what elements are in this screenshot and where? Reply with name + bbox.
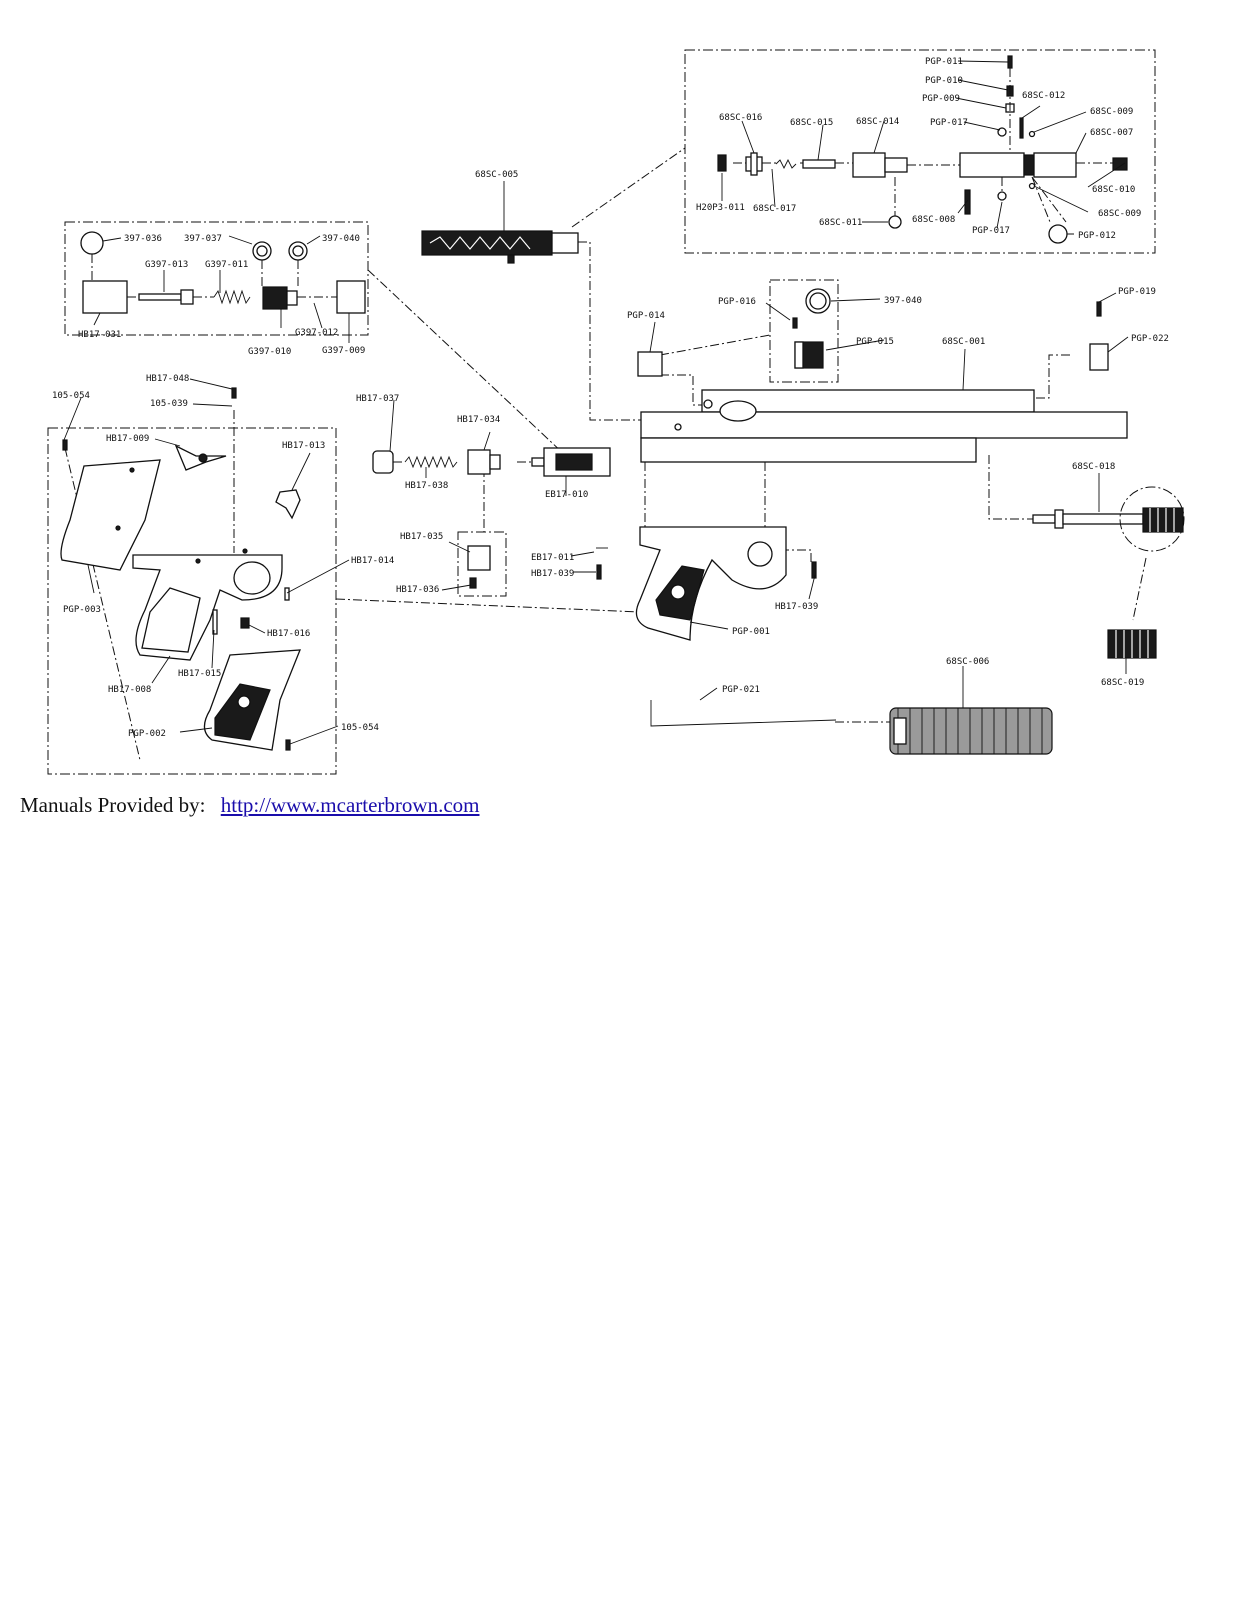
- part-pgp-021: [650, 700, 837, 727]
- label-68sc-010: 68SC-010: [1092, 185, 1135, 195]
- label-hb17-009: HB17-009: [106, 434, 149, 444]
- valve-assembly-box: [684, 49, 1156, 254]
- connector-pgp-014: [659, 334, 771, 356]
- part-pgp-001: [635, 526, 787, 641]
- connector-pgp-014-body: [660, 374, 704, 406]
- label-hb17-036: HB17-036: [396, 585, 439, 595]
- label-pgp-011: PGP-011: [925, 57, 963, 67]
- label-397-040-right: 397-040: [884, 296, 922, 306]
- connector-g397-group: [367, 269, 566, 456]
- label-68sc-014: 68SC-014: [856, 117, 899, 127]
- label-pgp-017-top: PGP-017: [930, 118, 968, 128]
- label-hb17-048: HB17-048: [146, 374, 189, 384]
- label-hb17-016: HB17-016: [267, 629, 310, 639]
- label-g397-010: G397-010: [248, 347, 291, 357]
- label-hb17-039-left: HB17-039: [531, 569, 574, 579]
- hb17-035-detail-box: [457, 531, 507, 597]
- label-hb17-031: HB17-031: [78, 330, 121, 340]
- label-pgp-002: PGP-002: [128, 729, 166, 739]
- label-hb17-014: HB17-014: [351, 556, 394, 566]
- g397-parts: [80, 231, 366, 314]
- label-hb17-039-right: HB17-039: [775, 602, 818, 612]
- label-68sc-007: 68SC-007: [1090, 128, 1133, 138]
- label-68sc-017: 68SC-017: [753, 204, 796, 214]
- connector-pgp-022: [1030, 354, 1070, 399]
- part-labels: PGP-011 PGP-010 PGP-009 68SC-012 68SC-00…: [52, 57, 1169, 739]
- footer-credit: Manuals Provided by: http://www.mcarterb…: [20, 793, 479, 818]
- label-hb17-008: HB17-008: [108, 685, 151, 695]
- label-g397-012: G397-012: [295, 328, 338, 338]
- label-hb17-037: HB17-037: [356, 394, 399, 404]
- label-105-054-bottom: 105-054: [341, 723, 379, 733]
- label-68sc-018: 68SC-018: [1072, 462, 1115, 472]
- g397-assembly-box: [64, 221, 369, 336]
- leader-lines: [63, 60, 1129, 745]
- pgp-014-015-parts: [637, 288, 831, 377]
- label-pgp-017-bottom: PGP-017: [972, 226, 1010, 236]
- label-105-054-top: 105-054: [52, 391, 90, 401]
- label-g397-011: G397-011: [205, 260, 248, 270]
- grip-frame-parts: [60, 387, 301, 751]
- label-pgp-001: PGP-001: [732, 627, 770, 637]
- connector-hb17-039: [780, 549, 812, 562]
- grip-frame-assembly-box: [47, 427, 337, 775]
- pgp-019-022-parts: [1089, 301, 1109, 371]
- label-68sc-019: 68SC-019: [1101, 678, 1144, 688]
- label-68sc-006: 68SC-006: [946, 657, 989, 667]
- exploded-parts-diagram: PGP-011 PGP-010 PGP-009 68SC-012 68SC-00…: [47, 49, 1185, 775]
- label-105-039: 105-039: [150, 399, 188, 409]
- footer-link[interactable]: http://www.mcarterbrown.com: [220, 793, 480, 817]
- label-pgp-012: PGP-012: [1078, 231, 1116, 241]
- label-pgp-019: PGP-019: [1118, 287, 1156, 297]
- label-397-036: 397-036: [124, 234, 162, 244]
- label-397-040-left: 397-040: [322, 234, 360, 244]
- label-hb17-035: HB17-035: [400, 532, 443, 542]
- valve-parts: [717, 55, 1128, 244]
- label-68sc-015: 68SC-015: [790, 118, 833, 128]
- label-pgp-015: PGP-015: [856, 337, 894, 347]
- label-eb17-011: EB17-011: [531, 553, 574, 563]
- label-68sc-016: 68SC-016: [719, 113, 762, 123]
- connector-grip: [335, 598, 641, 613]
- label-pgp-022: PGP-022: [1131, 334, 1169, 344]
- label-g397-009: G397-009: [322, 346, 365, 356]
- label-hb17-013: HB17-013: [282, 441, 325, 451]
- footer-prefix: Manuals Provided by:: [20, 793, 206, 817]
- connector-68sc-019: [1132, 557, 1147, 621]
- label-68sc-001: 68SC-001: [942, 337, 985, 347]
- label-hb17-015: HB17-015: [178, 669, 221, 679]
- part-68sc-005: [421, 230, 579, 264]
- label-68sc-005: 68SC-005: [475, 170, 518, 180]
- part-68sc-006: [889, 707, 1053, 755]
- label-hb17-038: HB17-038: [405, 481, 448, 491]
- label-pgp-021: PGP-021: [722, 685, 760, 695]
- label-68sc-012: 68SC-012: [1022, 91, 1065, 101]
- label-eb17-010: EB17-010: [545, 490, 588, 500]
- connector-68sc-018: [988, 455, 1033, 520]
- label-g397-013: G397-013: [145, 260, 188, 270]
- connector-68sc-005-body: [578, 241, 641, 421]
- label-pgp-016: PGP-016: [718, 297, 756, 307]
- pgp-015-detail-box: [769, 279, 839, 383]
- label-pgp-010: PGP-010: [925, 76, 963, 86]
- label-pgp-014: PGP-014: [627, 311, 665, 321]
- label-pgp-003: PGP-003: [63, 605, 101, 615]
- label-pgp-009: PGP-009: [922, 94, 960, 104]
- trigger-mechanism-parts: [372, 447, 817, 589]
- label-hb17-034: HB17-034: [457, 415, 500, 425]
- connector-68sc-005: [571, 147, 686, 228]
- label-h20p3-011: H20P3-011: [696, 203, 745, 213]
- label-68sc-009-top: 68SC-009: [1090, 107, 1133, 117]
- part-68sc-018-019: [1032, 486, 1185, 659]
- label-68sc-009-bottom: 68SC-009: [1098, 209, 1141, 219]
- label-68sc-008: 68SC-008: [912, 215, 955, 225]
- label-68sc-011: 68SC-011: [819, 218, 862, 228]
- label-397-037: 397-037: [184, 234, 222, 244]
- part-68sc-001: [640, 389, 1128, 463]
